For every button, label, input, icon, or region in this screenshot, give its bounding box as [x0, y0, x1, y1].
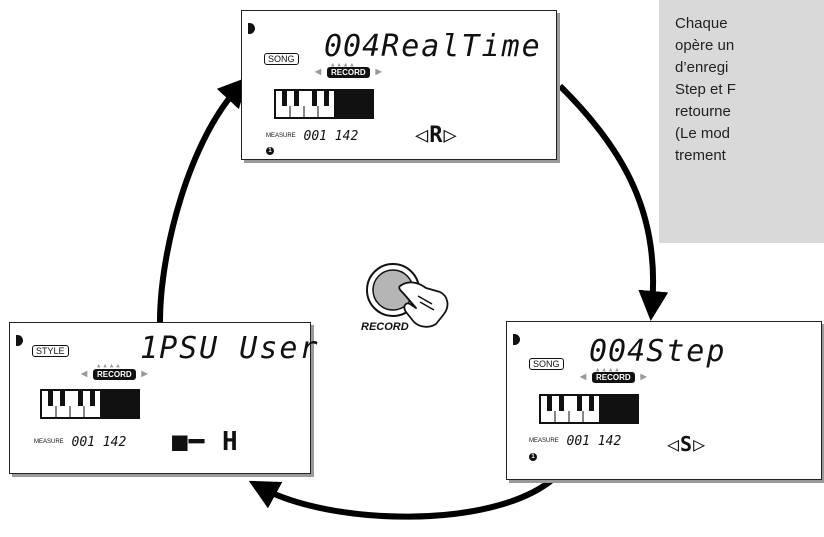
measure-counter: MEASURE 001 142: [266, 129, 358, 144]
measure-value: 001 142: [303, 129, 359, 144]
beat-indicator: 1: [266, 147, 274, 155]
record-indicator: RECORD: [315, 67, 381, 78]
song-badge: SONG: [529, 358, 564, 370]
song-number: 004: [589, 334, 647, 369]
keyboard-icon: [539, 394, 639, 424]
note-line: d’enregi: [675, 59, 729, 76]
record-button-icon: [366, 263, 449, 328]
song-name: RealTime: [381, 29, 542, 64]
keyboard-icon: [40, 389, 140, 419]
song-badge: SONG: [264, 53, 299, 65]
measure-label: MEASURE: [529, 438, 559, 444]
note-line: (Le mod: [675, 125, 731, 142]
song-title: 004RealTime: [324, 29, 542, 64]
song-number: 004: [324, 29, 382, 64]
keyboard-icon: [274, 89, 374, 119]
style-badge: STYLE: [32, 345, 69, 357]
record-rays-icon: ▴▴▴▴: [595, 365, 621, 375]
description-note: Chaque opère un d’enregi Step et F retou…: [659, 0, 824, 243]
indicator-icon: [16, 335, 23, 346]
note-line: retourne: [675, 103, 731, 120]
note-line: Step et F: [675, 81, 736, 98]
record-mode-glyph: ◁S▷: [667, 432, 707, 456]
record-mode-glyph: ■━ H: [172, 427, 239, 457]
record-rays-icon: ▴▴▴▴: [96, 361, 122, 371]
measure-counter: MEASURE 001 142: [529, 434, 621, 449]
measure-counter: MEASURE 001 142: [34, 435, 126, 450]
style-number: 1: [140, 331, 160, 366]
arrow-right-to-left: [248, 477, 554, 520]
note-line: Chaque: [675, 15, 728, 32]
measure-value: 001 142: [566, 434, 622, 449]
record-button-label: RECORD: [361, 321, 409, 333]
record-indicator: RECORD: [81, 369, 147, 380]
song-name: Step: [646, 334, 727, 369]
measure-label: MEASURE: [266, 133, 296, 139]
indicator-icon: [513, 334, 520, 345]
record-rays-icon: ▴▴▴▴: [330, 60, 356, 70]
record-button[interactable]: [362, 258, 462, 338]
style-name: PSU User: [159, 331, 320, 366]
measure-value: 001 142: [71, 435, 127, 450]
arrow-left-to-top: [157, 76, 249, 323]
record-indicator: RECORD: [580, 372, 646, 383]
display-realtime: SONG ▴▴▴▴ RECORD 004RealTime MEASURE 001…: [241, 10, 557, 160]
note-line: trement: [675, 147, 726, 164]
indicator-icon: [248, 23, 255, 34]
measure-label: MEASURE: [34, 439, 64, 445]
style-title: 1PSU User: [140, 331, 320, 366]
note-line: opère un: [675, 37, 735, 54]
beat-indicator: 1: [529, 453, 537, 461]
display-style: STYLE ▴▴▴▴ RECORD 1PSU User MEASURE 001 …: [9, 322, 318, 474]
song-title: 004Step: [589, 334, 726, 369]
display-step: SONG ▴▴▴▴ RECORD 004Step MEASURE 001 142…: [506, 321, 822, 480]
record-mode-glyph: ◁R▷: [415, 123, 458, 148]
arrow-top-to-right: [557, 83, 669, 321]
